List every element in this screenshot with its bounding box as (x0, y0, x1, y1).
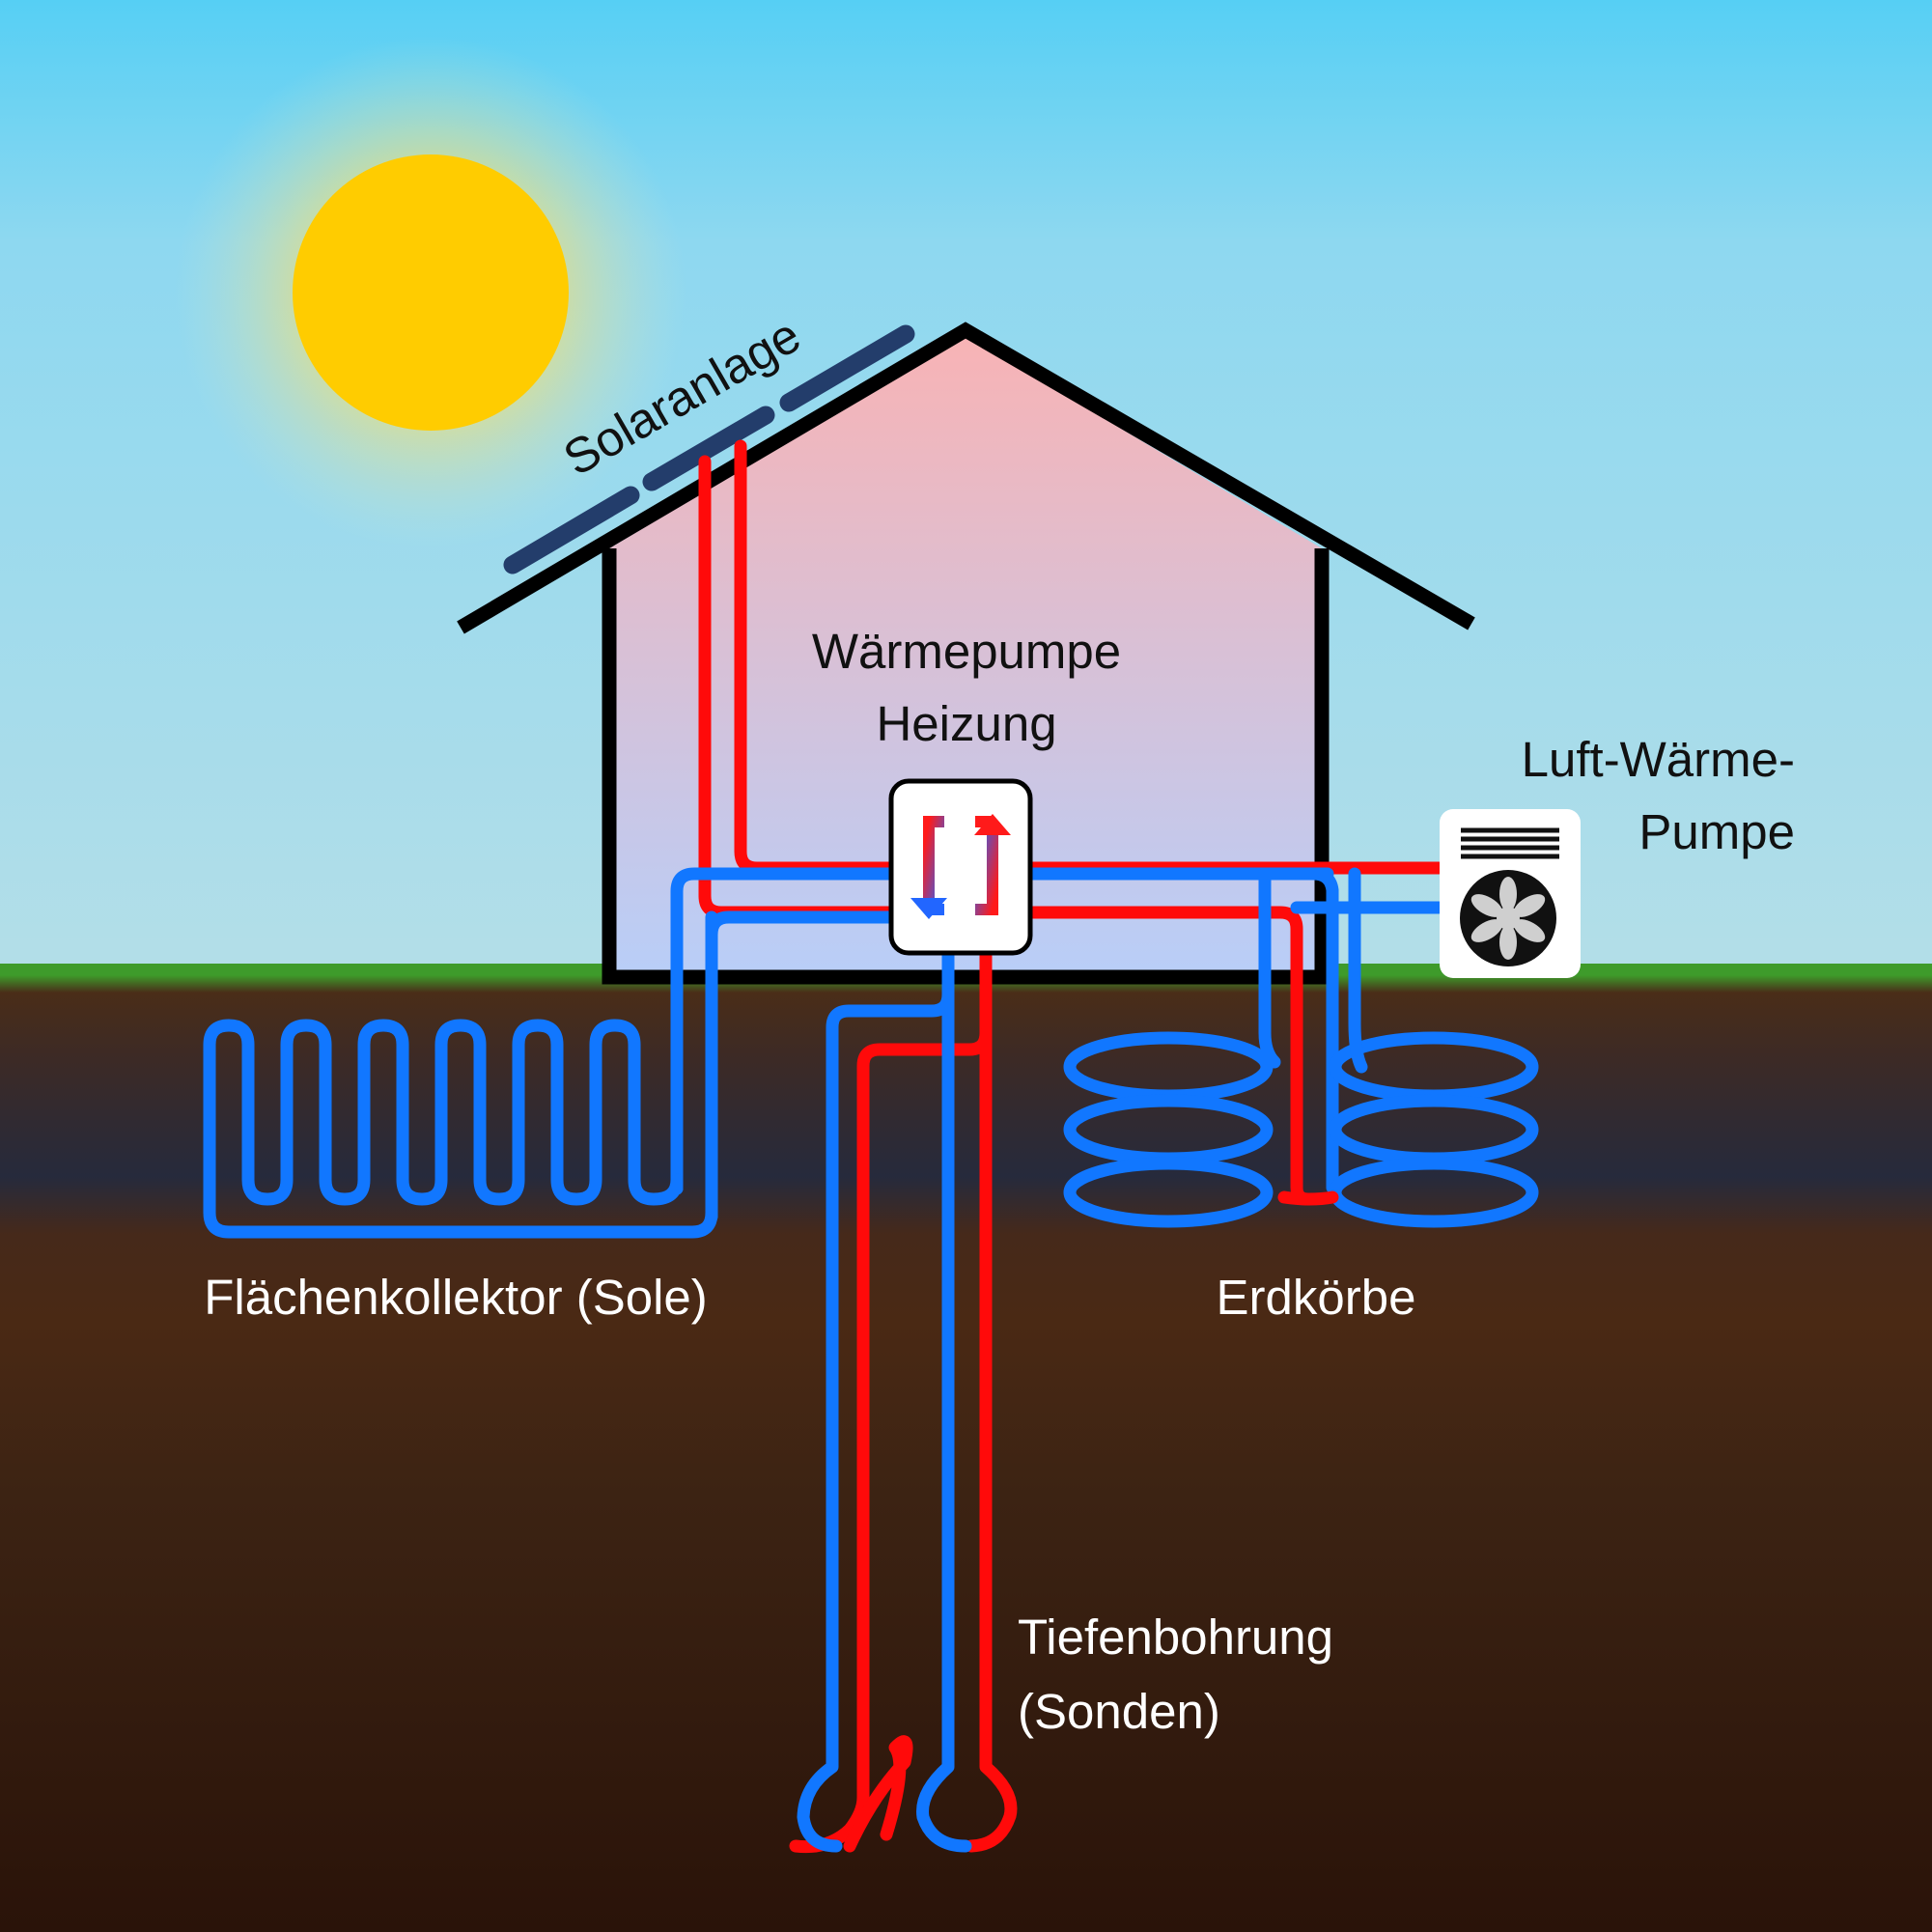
roof (457, 322, 1475, 634)
fan-icon (1460, 870, 1556, 966)
earth-basket-coils (1063, 867, 1539, 1228)
heat-pump-unit (888, 778, 1033, 956)
label-heat-pump-line2: Heizung (876, 696, 1056, 751)
flat-collector-pipe (203, 910, 718, 1239)
circular-arrows-icon (910, 814, 1011, 919)
label-flat-collector: Flächenkollektor (Sole) (204, 1270, 708, 1325)
air-heat-pump-unit (1440, 809, 1581, 978)
vent-grille-icon (1461, 827, 1559, 859)
label-air-pump-line2: Pumpe (1638, 804, 1795, 859)
label-borehole-line1: Tiefenbohrung (1018, 1610, 1333, 1665)
label-heat-pump-line1: Wärmepumpe (812, 624, 1121, 679)
label-borehole-line2: (Sonden) (1018, 1684, 1220, 1739)
house (457, 322, 1475, 985)
solar-panels (503, 324, 915, 574)
label-earth-baskets: Erdkörbe (1217, 1270, 1416, 1325)
label-air-pump-line1: Luft-Wärme- (1522, 732, 1795, 787)
sun-icon (175, 37, 686, 548)
